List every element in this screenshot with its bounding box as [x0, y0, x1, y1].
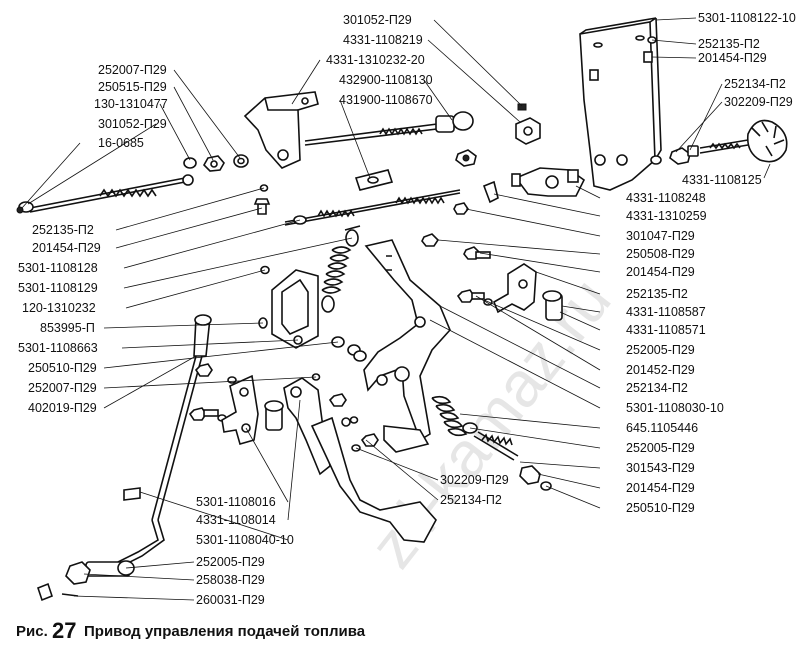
label-5301-1108128: 5301-1108128 — [18, 261, 98, 275]
caption-title: Привод управления подачей топлива — [84, 623, 366, 640]
clamp-1108248 — [511, 167, 586, 197]
label-252007-p29-top: 252007-П29 — [98, 63, 167, 77]
label-301543-p29: 301543-П29 — [626, 461, 695, 475]
nut-250508 — [421, 233, 491, 260]
label-252134-p2-top: 252134-П2 — [724, 77, 786, 91]
leader-lines — [21, 17, 771, 601]
label-301052-p29-top: 301052-П29 — [343, 13, 412, 27]
label-252135-p2-mid: 252135-П2 — [626, 287, 688, 301]
label-4331-1108587: 4331-1108587 — [626, 305, 706, 319]
label-201452-p29: 201452-П29 — [626, 363, 695, 377]
label-250510-p29-left: 250510-П29 — [28, 361, 97, 375]
label-4331-1108125: 4331-1108125 — [682, 173, 762, 187]
label-5301-1108040-10: 5301-1108040-10 — [196, 533, 294, 547]
small-bolts-lower — [188, 363, 321, 422]
label-250508-p29: 250508-П29 — [626, 247, 695, 261]
label-16-0685: 16-0685 — [98, 136, 144, 150]
washers-middle — [331, 336, 367, 362]
label-201454-p29-mid: 201454-П29 — [626, 265, 695, 279]
bracket-1108587 — [492, 263, 563, 321]
pedal-bracket — [363, 239, 451, 453]
part-labels: 301052-П29 4331-1108219 4331-1310232-20 … — [18, 11, 796, 607]
block-1108219 — [515, 103, 541, 145]
screw-301543 — [473, 431, 552, 491]
label-4331-1310259: 4331-1310259 — [626, 209, 707, 223]
label-302209-p29-top: 302209-П29 — [724, 95, 793, 109]
label-201454-p29-low: 201454-П29 — [626, 481, 695, 495]
label-645-1105446: 645.1105446 — [626, 421, 698, 435]
spring-upper — [321, 225, 361, 313]
bolt-lower-left — [37, 560, 135, 602]
label-252005-p29-bottom: 252005-П29 — [196, 555, 265, 569]
watermark-text: zil-kamaz.ru — [356, 265, 625, 581]
label-250515-p29: 250515-П29 — [98, 80, 167, 94]
label-5301-1108030-10: 5301-1108030-10 — [626, 401, 724, 415]
label-4331-1108219: 4331-1108219 — [343, 33, 423, 47]
top-threaded-rod — [304, 111, 474, 146]
label-250510-p29-right: 250510-П29 — [626, 501, 695, 515]
left-rod — [16, 174, 194, 214]
label-252134-p2-low: 252134-П2 — [440, 493, 502, 507]
label-402019-p29: 402019-П29 — [28, 401, 97, 415]
figure-caption: Рис. 27 Привод управления подачей топлив… — [16, 618, 366, 643]
label-252007-p29-left: 252007-П29 — [28, 381, 97, 395]
label-201454-p29-left: 201454-П29 — [32, 241, 101, 255]
label-260031-p29: 260031-П29 — [196, 593, 265, 607]
clip-1310259 — [482, 180, 499, 204]
small-plate — [354, 169, 394, 191]
label-4331-1108248: 4331-1108248 — [626, 191, 706, 205]
label-130-1310477: 130-1310477 — [94, 97, 168, 111]
bracket-1108016 — [221, 374, 284, 445]
label-201454-p29-top: 201454-П29 — [698, 51, 767, 65]
nut-301047 — [453, 202, 469, 215]
mounting-plate-top-right — [579, 17, 662, 191]
knob-1108125 — [699, 119, 788, 163]
nut-middle — [455, 149, 477, 167]
label-301047-p29: 301047-П29 — [626, 229, 695, 243]
bracket-1310232 — [258, 265, 319, 349]
label-4331-1108571: 4331-1108571 — [626, 323, 706, 337]
label-4331-1108014: 4331-1108014 — [196, 513, 276, 527]
label-301052-p29-left: 301052-П29 — [98, 117, 167, 131]
label-432900-1108130: 432900-1108130 — [339, 73, 433, 87]
label-5301-1108663: 5301-1108663 — [18, 341, 98, 355]
top-bracket — [243, 91, 319, 169]
label-252135-p2-top: 252135-П2 — [698, 37, 760, 51]
caption-prefix: Рис. — [16, 623, 48, 640]
label-252005-p29-low: 252005-П29 — [626, 441, 695, 455]
label-252135-p2-left: 252135-П2 — [32, 223, 94, 237]
label-431900-1108670: 431900-1108670 — [339, 93, 433, 107]
middle-rod — [284, 189, 461, 226]
pedal-arm — [283, 377, 437, 543]
caption-number: 27 — [52, 618, 76, 643]
label-853995-p: 853995-П — [40, 321, 95, 335]
parts-drawing — [16, 17, 788, 602]
label-258038-p29: 258038-П29 — [196, 573, 265, 587]
label-4331-1310232-20: 4331-1310232-20 — [326, 53, 425, 67]
label-5301-1108016: 5301-1108016 — [196, 495, 276, 509]
left-vertical-rod — [117, 314, 212, 567]
label-120-1310232: 120-1310232 — [22, 301, 96, 315]
washers-left — [183, 154, 249, 172]
label-5301-1108129: 5301-1108129 — [18, 281, 98, 295]
label-252134-p2-mid: 252134-П2 — [626, 381, 688, 395]
label-302209-p29-low: 302209-П29 — [440, 473, 509, 487]
label-252005-p29-mid: 252005-П29 — [626, 343, 695, 357]
small-bolts-left — [253, 184, 271, 215]
label-5301-1108122-10: 5301-1108122-10 — [698, 11, 796, 25]
